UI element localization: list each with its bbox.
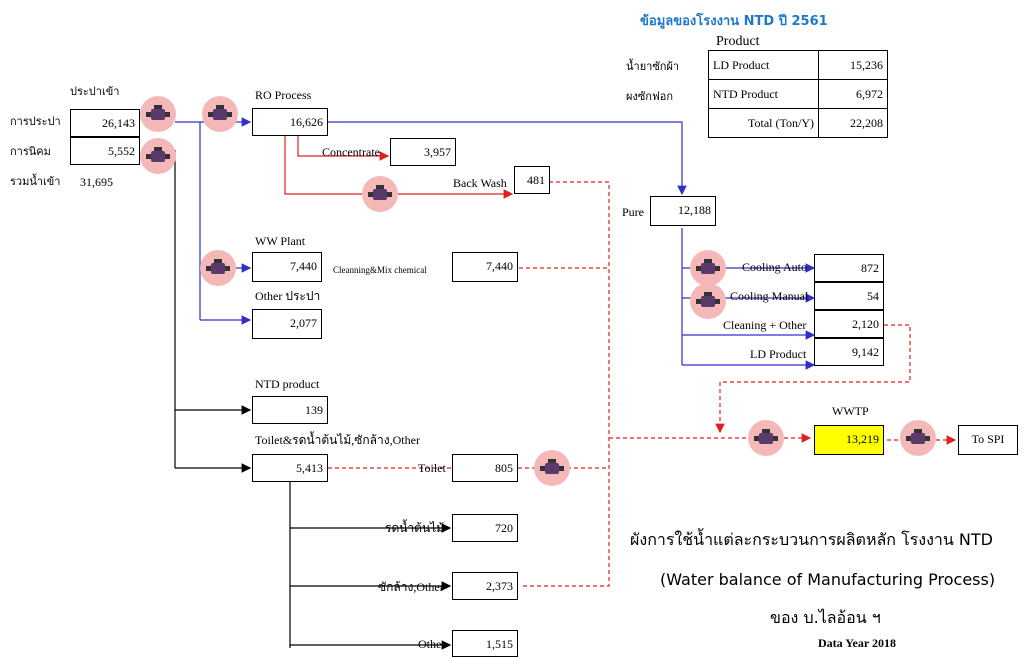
water-meter-icon	[534, 450, 570, 486]
garden-item-value-box: 720	[452, 514, 518, 542]
product-value: 15,236	[818, 50, 888, 80]
total-label: รวมน้ำเข้า	[10, 175, 61, 188]
other-item-value-box: 1,515	[452, 630, 518, 657]
total-value: 31,695	[80, 175, 113, 189]
wwtp-value-box: 13,219	[814, 425, 884, 455]
water-meter-icon	[202, 96, 238, 132]
water-meter-icon	[748, 420, 784, 456]
footer-line-2: (Water balance of Manufacturing Process)	[660, 570, 996, 589]
ntd-product-label: NTD product	[255, 377, 320, 391]
pure-use-value-box: 9,142	[814, 338, 884, 366]
toilet-item-value-box: 805	[452, 454, 518, 482]
toilet-group-value-box: 5,413	[252, 454, 328, 482]
product-side-label-2: ผงซักฟอก	[626, 90, 673, 103]
wash-item-value-box: 2,373	[452, 572, 518, 600]
water-meter-icon	[690, 250, 726, 286]
product-side-label-1: น้ำยาซักผ้า	[626, 60, 680, 73]
product-name: LD Product	[708, 50, 819, 80]
chem-value-box: 7,440	[452, 252, 518, 282]
concentrate-value-box: 3,957	[390, 138, 456, 166]
garden-item-label: รดน้ำต้นไม้	[385, 521, 445, 535]
toilet-group-label: Toilet&รดน้ำต้นไม้,ซักล้าง,Other	[255, 433, 420, 447]
to-spi-box: To SPI	[958, 425, 1018, 455]
wash-item-label: ซักล้าง,Other	[378, 580, 444, 594]
pure-use-label: Cooling Auto	[742, 260, 808, 274]
water-meter-icon	[140, 96, 176, 132]
footer-year: Data Year 2018	[818, 636, 896, 650]
water-meter-icon	[200, 250, 236, 286]
other-item-label: Other	[418, 637, 446, 651]
header-title: ข้อมูลของโรงงาน NTD ปี 2561	[640, 14, 828, 29]
ww-value-box: 7,440	[252, 252, 322, 282]
pure-value-box: 12,188	[650, 196, 716, 226]
pure-use-label: LD Product	[750, 347, 807, 361]
pure-use-value-box: 54	[814, 282, 884, 310]
product-value: 22,208	[818, 108, 888, 138]
product-name: Total (Ton/Y)	[708, 108, 819, 138]
chem-label: Cleanning&Mix chemical	[333, 265, 427, 275]
table-row: Total (Ton/Y)22,208	[708, 108, 888, 138]
pure-use-value-box: 872	[814, 254, 884, 282]
footer-line-3: ของ บ.ไลอ้อน ฯ	[770, 608, 881, 627]
estate-value-box: 5,552	[70, 137, 140, 165]
pure-use-label: Cooling Manual	[730, 289, 809, 303]
pure-use-label: Cleaning + Other	[723, 318, 807, 332]
product-name: NTD Product	[708, 79, 819, 109]
wwtp-label: WWTP	[832, 404, 869, 418]
ntd-product-value-box: 139	[252, 396, 328, 424]
backwash-value-box: 481	[514, 166, 550, 194]
water-meter-icon	[362, 176, 398, 212]
product-caption: Product	[716, 34, 760, 49]
other-tap-value-box: 2,077	[252, 309, 322, 339]
water-meter-icon	[900, 420, 936, 456]
tap-label: การประปา	[10, 115, 61, 128]
concentrate-label: Concentrate	[322, 145, 380, 159]
ro-value-box: 16,626	[252, 108, 328, 136]
pure-use-value-box: 2,120	[814, 310, 884, 338]
water-meter-icon	[140, 138, 176, 174]
estate-label: การนิคม	[10, 145, 51, 158]
ww-label: WW Plant	[255, 234, 306, 248]
toilet-item-label: Toilet	[418, 461, 446, 475]
input-header: ประปาเข้า	[70, 85, 120, 98]
tap-value-box: 26,143	[70, 109, 140, 137]
water-meter-icon	[690, 283, 726, 319]
footer-line-1: ผังการใช้น้ำแต่ละกระบวนการผลิตหลัก โรงงา…	[630, 530, 993, 549]
backwash-label: Back Wash	[453, 176, 507, 190]
pure-label: Pure	[622, 205, 644, 219]
other-tap-label: Other ประปา	[255, 289, 321, 303]
product-value: 6,972	[818, 79, 888, 109]
ro-label: RO Process	[255, 88, 312, 102]
